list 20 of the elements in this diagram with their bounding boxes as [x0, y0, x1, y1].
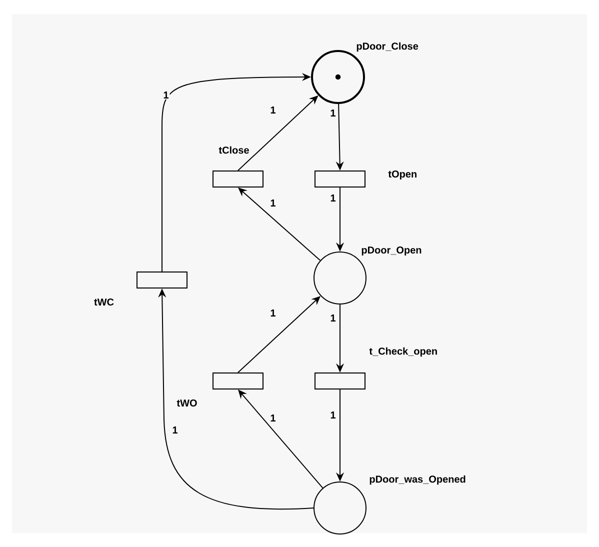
edge-label: 1 — [329, 314, 337, 322]
node-label: t_Check_open — [369, 347, 437, 357]
edge-label: 1 — [269, 414, 277, 422]
edge-label: 1 — [329, 410, 337, 420]
edge-label: 1 — [269, 106, 277, 114]
arrow — [238, 188, 321, 261]
node-label: pDoor_Close — [356, 42, 418, 52]
edge-label: 1 — [269, 308, 277, 318]
node-label: tWO — [176, 399, 197, 407]
node-label: tWC — [94, 298, 114, 306]
edge-label: 1 — [162, 90, 170, 100]
edge-label: 1 — [171, 426, 179, 434]
edge-label: 1 — [329, 108, 337, 118]
node-label: tOpen — [388, 170, 416, 180]
node-label: pDoor_was_Opened — [370, 475, 466, 485]
arrow — [238, 390, 324, 488]
edge-label: 1 — [329, 194, 337, 202]
node-label: tClose — [218, 146, 249, 154]
edge-label: 1 — [269, 198, 277, 208]
node-label: pDoor_Open — [362, 246, 422, 256]
